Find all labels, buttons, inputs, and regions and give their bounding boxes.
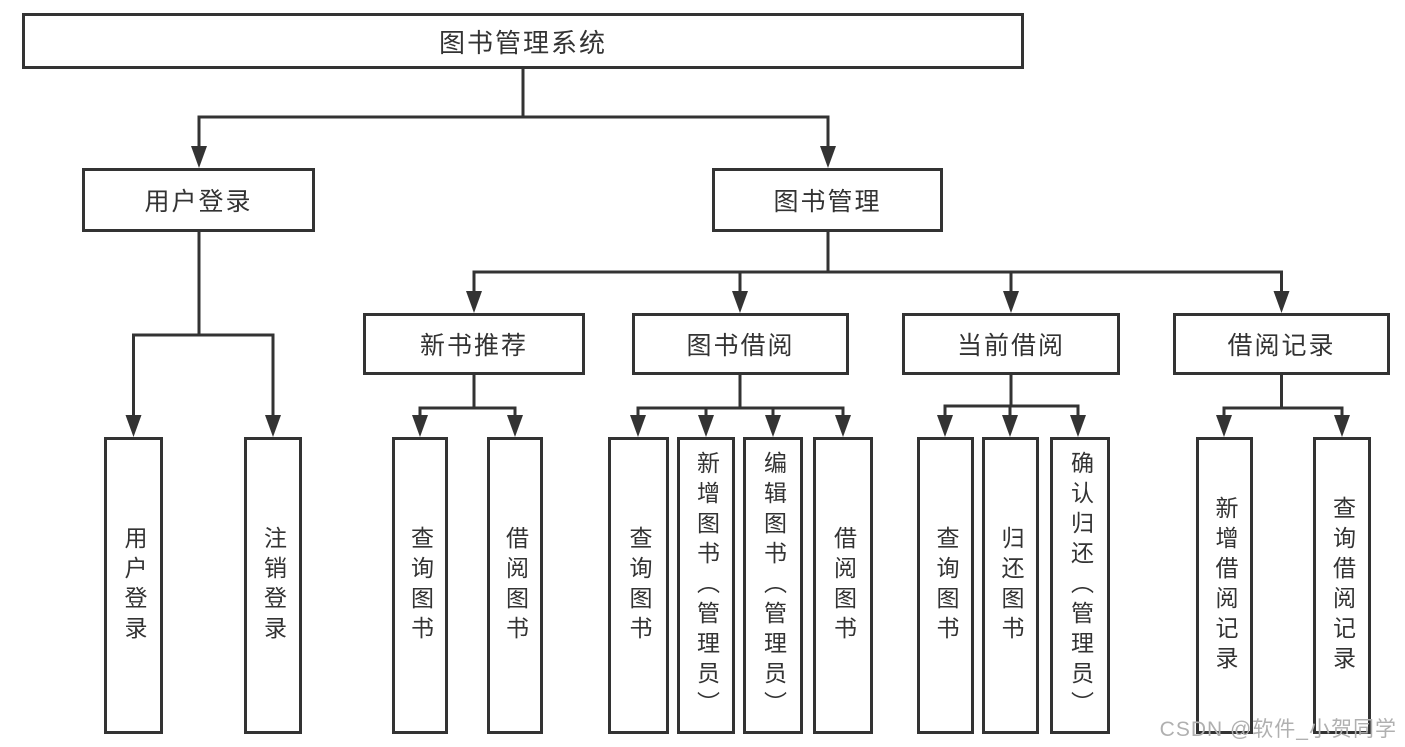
node-label: 查询借阅记录 [1329, 495, 1356, 676]
node-label: 用户登录 [144, 188, 253, 216]
node-label: 新书推荐 [419, 332, 528, 360]
node-leaf-logout: 注销登录 [244, 437, 302, 734]
node-leaf-add-book-admin: 新增图书（管理员） [677, 437, 735, 734]
node-label: 当前借阅 [956, 332, 1065, 360]
node-label: 查询图书 [407, 525, 434, 646]
node-leaf-borrow-book-2: 借阅图书 [813, 437, 873, 734]
node-leaf-query-book-2: 查询图书 [608, 437, 669, 734]
connector-user-login-to-leaves [125, 232, 281, 437]
connector-book-borrow-to-leaves [630, 375, 851, 437]
connector-current-borrow-to-leaves [937, 375, 1086, 437]
connector-root-to-level2 [191, 69, 836, 168]
node-leaf-query-borrow-record: 查询借阅记录 [1313, 437, 1371, 734]
node-label: 用户登录 [121, 525, 147, 646]
node-label: 查询图书 [933, 525, 959, 646]
connector-borrow-record-to-leaves [1216, 375, 1350, 437]
node-leaf-edit-book-admin: 编辑图书（管理员） [743, 437, 803, 734]
node-leaf-confirm-return-admin: 确认归还（管理员） [1050, 437, 1110, 734]
node-label: 归还图书 [998, 525, 1024, 646]
node-label: 新增图书（管理员） [693, 450, 720, 721]
node-label: 图书借阅 [686, 332, 795, 360]
node-leaf-return-book: 归还图书 [982, 437, 1039, 734]
node-label: 借阅图书 [830, 525, 857, 646]
node-leaf-query-book-1: 查询图书 [392, 437, 448, 734]
node-current-borrow: 当前借阅 [902, 313, 1120, 375]
node-new-book-rec: 新书推荐 [363, 313, 585, 375]
node-book-mgmt: 图书管理 [712, 168, 943, 232]
node-label: 图书管理系统 [438, 27, 607, 58]
node-label: 图书管理 [773, 188, 882, 216]
connector-new-book-rec-to-leaves [412, 375, 523, 437]
node-library-system: 图书管理系统 [22, 13, 1024, 69]
node-book-borrow: 图书借阅 [632, 313, 849, 375]
csdn-watermark: CSDN @软件_小贺同学 [1159, 718, 1397, 741]
node-user-login: 用户登录 [82, 168, 315, 232]
node-label: 查询图书 [626, 525, 652, 646]
node-label: 确认归还（管理员） [1067, 450, 1094, 721]
node-leaf-user-login: 用户登录 [104, 437, 163, 734]
connector-book-mgmt-to-level3 [466, 232, 1290, 313]
node-label: 借阅记录 [1227, 332, 1336, 360]
node-label: 注销登录 [260, 525, 287, 646]
node-leaf-query-book-3: 查询图书 [917, 437, 974, 734]
node-borrow-record: 借阅记录 [1173, 313, 1390, 375]
node-label: 编辑图书（管理员） [760, 450, 787, 721]
node-label: 新增借阅记录 [1212, 495, 1238, 676]
node-leaf-add-borrow-record: 新增借阅记录 [1196, 437, 1253, 734]
node-leaf-borrow-book-1: 借阅图书 [487, 437, 543, 734]
node-label: 借阅图书 [502, 525, 529, 646]
